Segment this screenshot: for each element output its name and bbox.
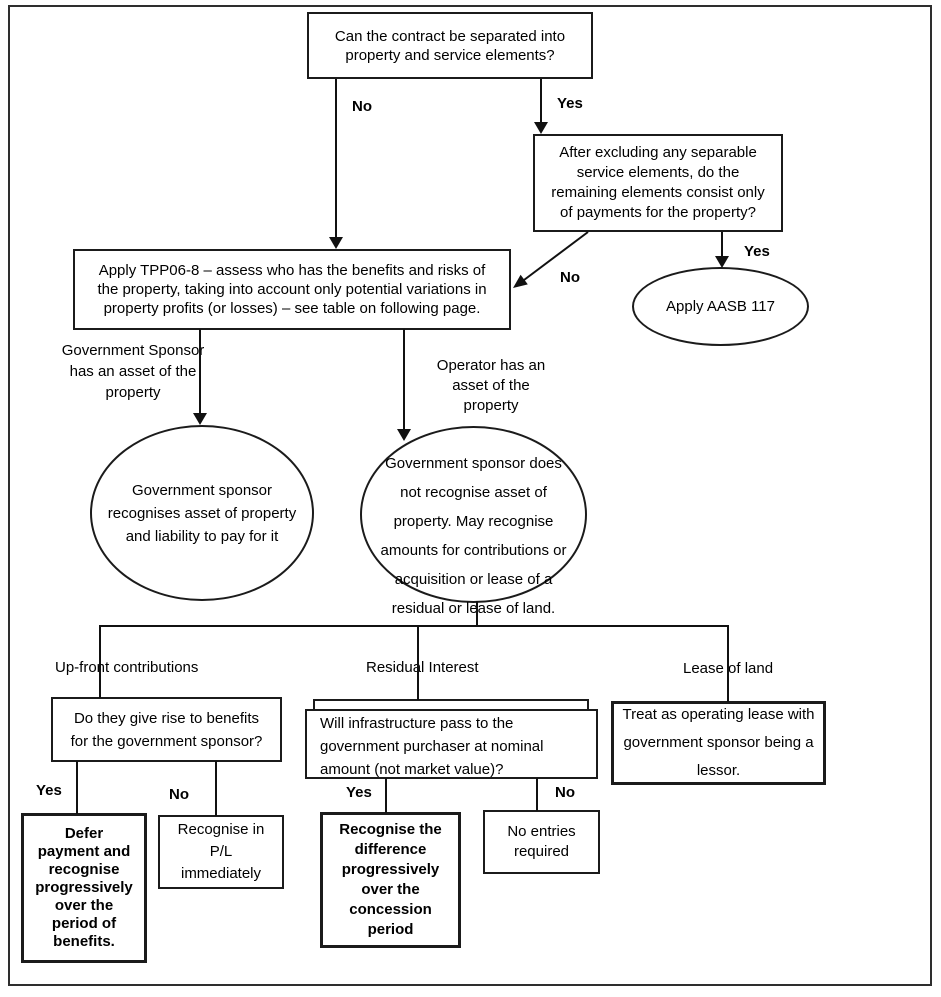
edge-label-yes-top: Yes <box>557 95 583 112</box>
edge-label-upfront-contributions: Up-front contributions <box>55 659 199 676</box>
node-sponsor-does-not-recognise: Government sponsor does not recognise as… <box>360 426 587 617</box>
edge-label-government-sponsor-asset: Government Sponsor has an asset of the p… <box>61 342 205 401</box>
node-payments-only-question: After excluding any separable service el… <box>533 134 783 232</box>
node-text: Recognise the difference progressively o… <box>339 821 442 938</box>
node-text: Government sponsor recognises asset of p… <box>107 481 297 545</box>
node-text: Defer payment and recognise progressivel… <box>35 825 133 950</box>
node-operating-lease-treatment: Treat as operating lease with government… <box>611 701 826 785</box>
edge-label-yes-benefits: Yes <box>36 782 62 799</box>
node-text: Will infrastructure pass to the governme… <box>320 715 544 778</box>
node-benefits-question: Do they give rise to benefits for the go… <box>51 697 282 762</box>
edge-label-no-top: No <box>352 98 372 115</box>
node-text: Treat as operating lease with government… <box>622 706 815 779</box>
edge-label-no-to-tpp: No <box>560 269 580 286</box>
edge-label-no-benefits: No <box>169 786 189 803</box>
node-text: Recognise in P/L immediately <box>177 821 265 882</box>
node-text: Do they give rise to benefits for the go… <box>70 709 263 750</box>
node-text: Apply TPP06-8 – assess who has the benef… <box>97 262 487 317</box>
node-text: After excluding any separable service el… <box>551 144 765 221</box>
page-border <box>8 5 932 986</box>
node-infrastructure-question: Will infrastructure pass to the governme… <box>305 709 598 779</box>
node-apply-tpp06-8: Apply TPP06-8 – assess who has the benef… <box>73 249 511 330</box>
edge-label-yes-infrastructure: Yes <box>346 784 372 801</box>
node-text: No entries required <box>507 823 576 860</box>
node-recognise-in-pl: Recognise in P/L immediately <box>158 815 284 889</box>
node-text: Government sponsor does not recognise as… <box>380 455 567 617</box>
edge-label-residual-interest: Residual Interest <box>366 659 479 676</box>
node-apply-aasb-117: Apply AASB 117 <box>632 267 809 346</box>
node-can-contract-be-separated: Can the contract be separated into prope… <box>307 12 593 79</box>
node-text: Apply AASB 117 <box>666 298 775 315</box>
node-text: Can the contract be separated into prope… <box>334 27 566 64</box>
edge-label-operator-asset: Operator has an asset of the property <box>436 357 546 414</box>
node-recognise-difference: Recognise the difference progressively o… <box>320 812 461 948</box>
node-sponsor-recognises-asset: Government sponsor recognises asset of p… <box>90 425 314 601</box>
edge-label-no-infrastructure: No <box>555 784 575 801</box>
edge-label-lease-of-land: Lease of land <box>683 660 774 677</box>
edge-label-yes-aasb: Yes <box>744 243 770 260</box>
node-no-entries-required: No entries required <box>483 810 600 874</box>
node-defer-payment: Defer payment and recognise progressivel… <box>21 813 147 963</box>
